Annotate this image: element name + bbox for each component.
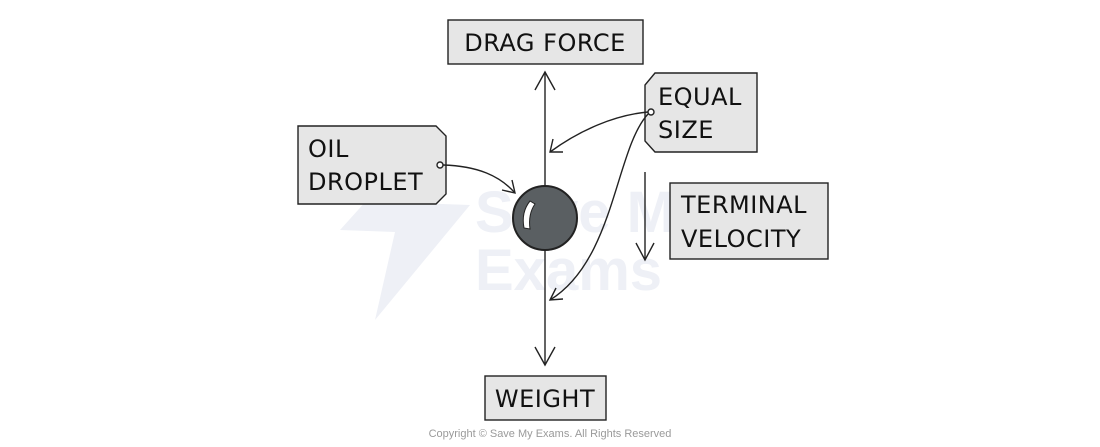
drag-force-label-box: DRAG FORCE — [447, 19, 644, 65]
oil-droplet-label-line-1: OIL — [308, 135, 349, 163]
weight-arrowhead — [534, 346, 556, 367]
equal-size-tag-hole — [647, 108, 655, 116]
watermark: Save My Exams — [340, 130, 707, 320]
oil-droplet-tag-shape — [297, 125, 447, 205]
equal-size-tag-shape — [644, 72, 758, 153]
oil-droplet-pointer — [442, 164, 516, 194]
equal-size-label-line-1: EQUAL — [658, 83, 742, 111]
terminal-velocity-arrowhead — [635, 242, 655, 262]
equal-size-pointer-upper-arrowhead — [549, 138, 563, 153]
droplet-highlight — [522, 200, 536, 230]
drag-force-label: DRAG FORCE — [464, 29, 626, 57]
droplet-circle — [512, 185, 578, 251]
watermark-line-2: Exams — [475, 238, 662, 303]
copyright-notice: Copyright © Save My Exams. All Rights Re… — [429, 428, 672, 440]
terminal-velocity-label-line-1: TERMINAL — [680, 191, 807, 219]
equal-size-pointer-lower — [549, 113, 649, 301]
equal-size-tag: EQUAL SIZE — [548, 72, 758, 301]
oil-droplet-tag-hole — [436, 161, 444, 169]
equal-size-pointer-upper — [549, 111, 649, 153]
terminal-velocity-group: TERMINAL VELOCITY — [635, 172, 829, 262]
oil-droplet-tag: OIL DROPLET — [297, 125, 516, 205]
oil-droplet-label-line-2: DROPLET — [308, 168, 423, 196]
equal-size-pointer-lower-arrowhead — [548, 287, 564, 301]
weight-label-box: WEIGHT — [484, 375, 607, 421]
equal-size-label-line-2: SIZE — [658, 116, 714, 144]
weight-label: WEIGHT — [495, 385, 595, 413]
drag-force-box — [447, 19, 644, 65]
terminal-velocity-box — [669, 182, 829, 260]
oil-droplet-pointer-arrowhead — [501, 179, 516, 194]
terminal-velocity-label-line-2: VELOCITY — [681, 225, 801, 253]
drag-force-arrowhead — [534, 70, 556, 91]
oil-droplet — [512, 185, 578, 251]
watermark-bolt-icon — [340, 130, 470, 320]
weight-box — [484, 375, 607, 421]
